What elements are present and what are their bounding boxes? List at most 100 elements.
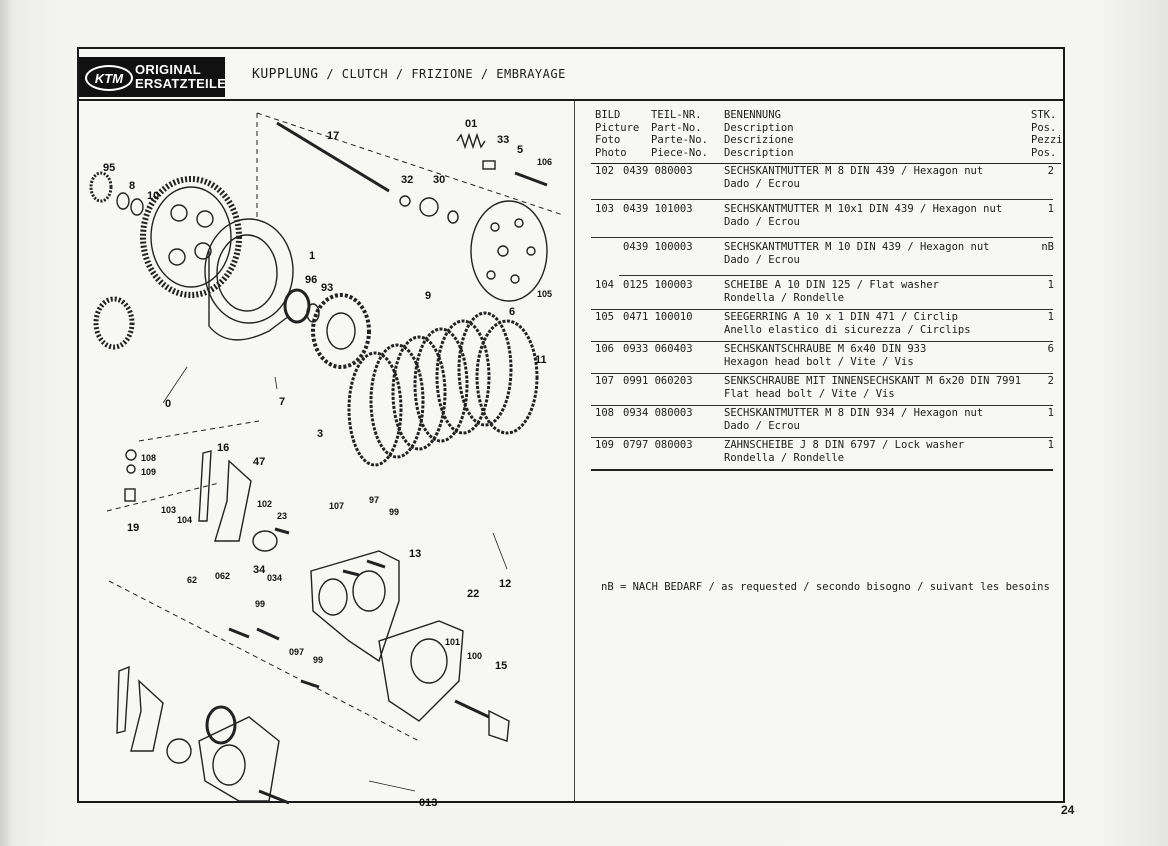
clutch-spring-shape — [456, 132, 486, 150]
bearing-shape — [283, 288, 311, 324]
row-desc-1: SECHSKANTSCHRAUBE M 6x40 DIN 933 — [724, 343, 927, 355]
lower-assembly-shape — [116, 665, 290, 805]
row-desc: SECHSKANTMUTTER M 8 DIN 934 / Hexagon nu… — [724, 407, 983, 432]
table-row: 0439 100003 SECHSKANTMUTTER M 10 DIN 439… — [619, 241, 1054, 276]
row-part: 0125 100003 — [623, 279, 693, 291]
callout-23: 23 — [277, 511, 287, 521]
row-bild: 108 — [595, 407, 614, 419]
callout-102: 102 — [257, 499, 272, 509]
clutch-plate-stack-shape — [347, 311, 539, 467]
row-bild: 107 — [595, 375, 614, 387]
row-desc-1: SCHEIBE A 10 DIN 125 / Flat washer — [724, 279, 939, 291]
row-desc-2: Flat head bolt / Vite / Vis — [724, 387, 895, 400]
clutch-lever-shape — [198, 450, 290, 552]
row-bild: 106 — [595, 343, 614, 355]
catalog-page-frame: KTM ORIGINAL ERSATZTEILE KUPPLUNG / CLUT… — [77, 47, 1065, 809]
row-bild: 105 — [595, 311, 614, 323]
table-row: 104 0125 100003 SCHEIBE A 10 DIN 125 / F… — [591, 279, 1054, 310]
callout-99c: 99 — [313, 655, 323, 665]
callout-097: 097 — [289, 647, 304, 657]
table-row: 106 0933 060403 SECHSKANTSCHRAUBE M 6x40… — [591, 343, 1054, 374]
callout-107: 107 — [329, 501, 344, 511]
row-desc-1: SECHSKANTMUTTER M 8 DIN 934 / Hexagon nu… — [724, 407, 984, 419]
callout-6: 6 — [509, 306, 515, 318]
exploded-diagram: 17 01 33 5 106 95 8 10 32 30 1 96 93 9 6… — [79, 101, 575, 809]
title-main: KUPPLUNG — [252, 67, 319, 82]
row-part: 0991 060203 — [623, 375, 693, 387]
callout-108: 108 — [141, 453, 156, 463]
callout-7: 7 — [279, 396, 285, 408]
logo-line-1: ORIGINAL — [135, 62, 201, 77]
row-desc-1: SECHSKANTMUTTER M 10x1 DIN 439 / Hexagon… — [724, 203, 1003, 215]
row-qty: 1 — [1047, 311, 1054, 323]
callout-105: 105 — [537, 289, 552, 299]
callout-062: 062 — [215, 571, 230, 581]
logo-line-2: ERSATZTEILE — [135, 76, 227, 91]
callout-034: 034 — [267, 573, 282, 583]
row-qty: 1 — [1047, 407, 1054, 419]
cover-bracket-shape — [378, 620, 464, 722]
header-desc: BENENNUNG Description Descrizione Descri… — [724, 109, 794, 159]
row-part: 0439 101003 — [623, 203, 693, 215]
row-desc: SENKSCHRAUBE MIT INNENSECHSKANT M 6x20 D… — [724, 375, 1021, 400]
part-callouts: 17 01 33 5 106 95 8 10 32 30 1 96 93 9 6… — [103, 118, 552, 809]
table-row: 108 0934 080003 SECHSKANTMUTTER M 8 DIN … — [591, 407, 1054, 438]
callout-33: 33 — [497, 134, 509, 146]
row-desc-2: Rondella / Rondelle — [724, 451, 845, 464]
row-part: 0933 060403 — [623, 343, 693, 355]
row-part: 0439 080003 — [623, 165, 693, 177]
row-bild: 102 — [595, 165, 614, 177]
row-qty: 6 — [1047, 343, 1054, 355]
callout-103: 103 — [161, 505, 176, 515]
footnote: nB = NACH BEDARF / as requested / second… — [601, 581, 1050, 593]
push-rod-shape — [276, 121, 390, 193]
callout-16: 16 — [217, 442, 229, 454]
callout-30: 30 — [433, 174, 445, 186]
row-part: 0471 100010 — [623, 311, 693, 323]
spring-cap-shape — [482, 160, 496, 170]
row-part: 0797 080003 — [623, 439, 693, 451]
callout-01: 01 — [465, 118, 477, 130]
row-qty: 2 — [1047, 165, 1054, 177]
row-bild: 104 — [595, 279, 614, 291]
page-header: KTM ORIGINAL ERSATZTEILE KUPPLUNG / CLUT… — [79, 49, 1063, 101]
row-desc-2: Dado / Ecrou — [724, 215, 800, 228]
callout-104: 104 — [177, 515, 192, 525]
callout-97: 97 — [369, 495, 379, 505]
row-desc-2: Rondella / Rondelle — [724, 291, 845, 304]
small-bolt-shape — [342, 569, 360, 577]
slave-cylinder-shape — [454, 699, 510, 742]
callout-013: 013 — [419, 797, 437, 809]
row-desc-1: SECHSKANTMUTTER M 10 DIN 439 / Hexagon n… — [724, 241, 990, 253]
table-row: 109 0797 080003 ZAHNSCHEIBE J 8 DIN 6797… — [591, 439, 1054, 471]
callout-11: 11 — [535, 354, 547, 366]
table-row: 105 0471 100010 SEEGERRING A 10 x 1 DIN … — [591, 311, 1054, 342]
table-row: 102 0439 080003 SECHSKANTMUTTER M 8 DIN … — [591, 165, 1054, 200]
row-qty: nB — [1041, 241, 1054, 253]
row-bild: 103 — [595, 203, 614, 215]
callout-3: 3 — [317, 428, 323, 440]
bolt-shape — [514, 171, 548, 187]
needle-bearing-shape — [89, 171, 113, 203]
page-number: 24 — [1061, 803, 1075, 817]
washer-shape — [116, 192, 130, 210]
row-desc-2: Dado / Ecrou — [724, 419, 800, 432]
row-part: 0934 080003 — [623, 407, 693, 419]
row-desc: SECHSKANTMUTTER M 10x1 DIN 439 / Hexagon… — [724, 203, 1002, 228]
row-desc-1: SEEGERRING A 10 x 1 DIN 471 / Circlip — [724, 311, 958, 323]
row-qty: 1 — [1047, 203, 1054, 215]
callout-47: 47 — [253, 456, 265, 468]
row-bild: 109 — [595, 439, 614, 451]
callout-22: 22 — [467, 588, 479, 600]
callout-17: 17 — [327, 130, 339, 142]
callout-10: 10 — [147, 190, 159, 202]
header-qty: STK. Pos. Pezzi Pos. — [1031, 109, 1063, 159]
title-translations: / CLUTCH / FRIZIONE / EMBRAYAGE — [318, 67, 566, 81]
callout-62: 62 — [187, 575, 197, 585]
row-qty: 1 — [1047, 279, 1054, 291]
header-bild: BILD Picture Foto Photo — [595, 109, 640, 159]
row-desc-1: SENKSCHRAUBE MIT INNENSECHSKANT M 6x20 D… — [724, 375, 1022, 387]
clutch-exploded-drawing: 17 01 33 5 106 95 8 10 32 30 1 96 93 9 6… — [89, 112, 564, 809]
